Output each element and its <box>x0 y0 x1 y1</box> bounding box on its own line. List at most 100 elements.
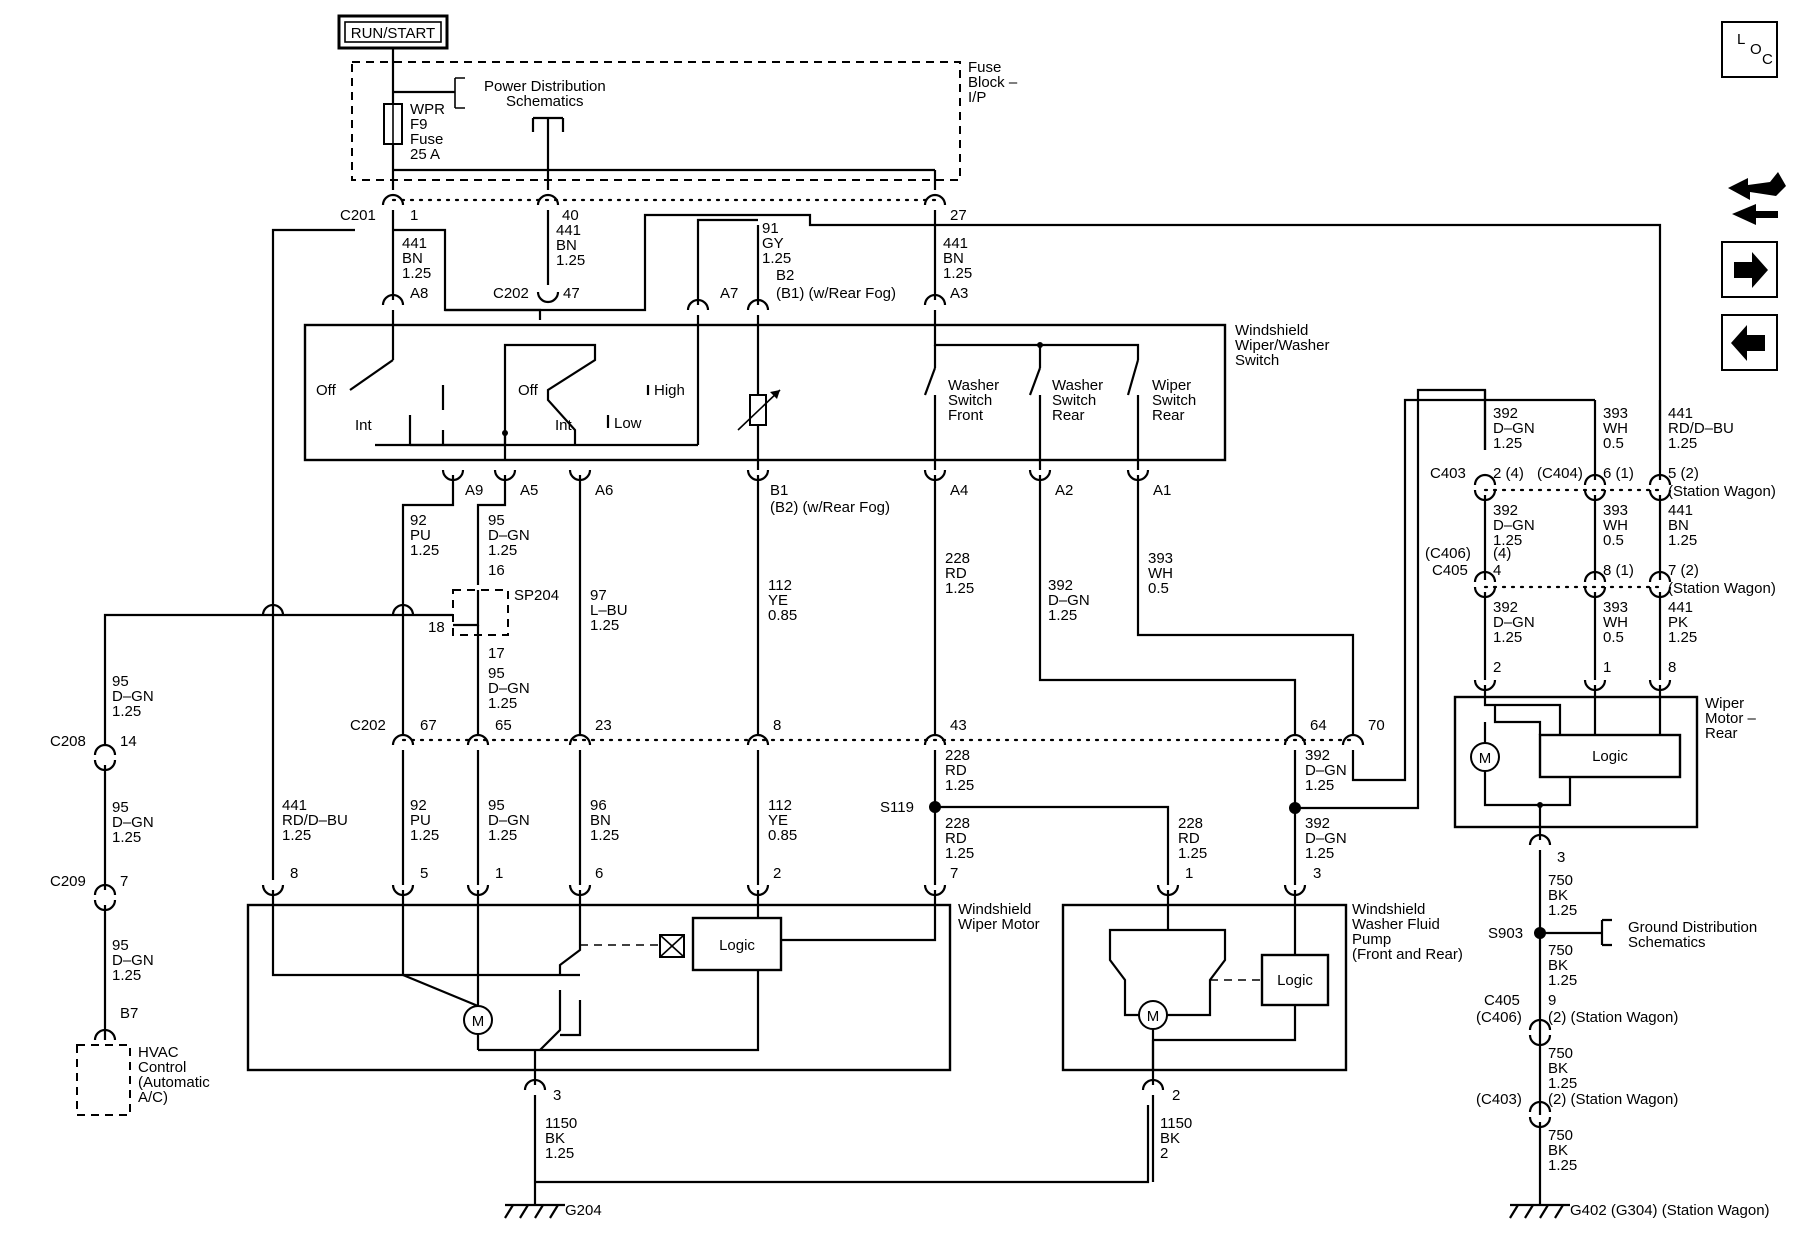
wire-112b-2: YE <box>768 812 788 829</box>
wire-95d-1: 95 <box>112 799 129 816</box>
wire-441rd-3: 1.25 <box>282 827 311 844</box>
pin-43: 43 <box>950 717 967 734</box>
rear-392c-2: D–GN <box>1493 614 1535 631</box>
rear-393a-2: WH <box>1603 420 1628 437</box>
wiper-rear-3: Rear <box>1152 407 1185 424</box>
ground-750a-3: 1.25 <box>1548 902 1577 919</box>
pin-17: 17 <box>488 645 505 662</box>
wire-441a-3: 1.25 <box>402 265 431 282</box>
pin-b7: B7 <box>120 1005 138 1022</box>
wire-1150b-1: 1150 <box>1160 1115 1192 1132</box>
wire-112a-1: 112 <box>768 577 792 594</box>
power-dist-label-2: Schematics <box>506 93 584 110</box>
wire-95b-2: D–GN <box>488 680 530 697</box>
wire-393a-1: 393 <box>1148 550 1173 567</box>
sp204-label: SP204 <box>514 587 559 604</box>
wire-441c-2: BN <box>943 250 964 267</box>
rear-pin-6-1: 6 (1) <box>1603 465 1634 482</box>
wire-228b-3: 1.25 <box>945 777 974 794</box>
loc-o: O <box>1750 41 1762 58</box>
wire-95d-2: D–GN <box>112 814 154 831</box>
rear-motor-name-2: Motor – <box>1705 710 1757 727</box>
switch-off-1: Off <box>316 382 337 399</box>
wire-228a-2: RD <box>945 565 967 582</box>
switch-off-2: Off <box>518 382 539 399</box>
station-wagon-2: (Station Wagon) <box>1668 580 1776 597</box>
c201-connector: C201 1 40 27 <box>340 193 967 224</box>
wire-92a-3: 1.25 <box>410 542 439 559</box>
wire-96-1: 96 <box>590 797 607 814</box>
wiper-motor-outline <box>246 903 952 1072</box>
washer-pump-outline <box>1061 903 1348 1072</box>
pin-1: 1 <box>410 207 418 224</box>
prev-box[interactable] <box>1721 314 1778 371</box>
c202-label: C202 <box>350 717 386 734</box>
wire-392a-2: D–GN <box>1048 592 1090 609</box>
wire-95b-3: 1.25 <box>488 695 517 712</box>
wire-441rd-1: 441 <box>282 797 307 814</box>
loc-c: C <box>1762 51 1773 68</box>
loc-icon[interactable] <box>1721 21 1778 78</box>
c405b-label: C405 <box>1484 992 1520 1009</box>
switch-int-2: Int <box>555 417 573 434</box>
wire-95d-3: 1.25 <box>112 829 141 846</box>
pin-a3: A3 <box>950 285 968 302</box>
wire-95c-1: 95 <box>112 673 129 690</box>
wire-228d-1: 228 <box>1178 815 1203 832</box>
swap-button[interactable] <box>1728 172 1786 225</box>
loc-button[interactable]: L O C <box>1721 21 1778 78</box>
switch-name-1: Windshield <box>1235 322 1308 339</box>
wiper-motor: 8 5 1 6 2 7 Windshield Wiper Motor M Log… <box>246 865 1040 1085</box>
prev-button[interactable] <box>1721 314 1778 371</box>
rear-441b-3: 1.25 <box>1668 532 1697 549</box>
wire-97-1: 97 <box>590 587 607 604</box>
wire-92b-3: 1.25 <box>410 827 439 844</box>
arrow-right-icon <box>1734 252 1768 288</box>
wire-95f-1: 95 <box>488 797 505 814</box>
rear-motor-name-3: Rear <box>1705 725 1738 742</box>
washer-pump: 1 3 Windshield Washer Fluid Pump (Front … <box>1061 865 1463 1182</box>
next-button[interactable] <box>1721 241 1778 298</box>
wire-392c-2: D–GN <box>1305 830 1347 847</box>
ground-750c-3: 1.25 <box>1548 1075 1577 1092</box>
ground-pin-3: 3 <box>553 1087 561 1104</box>
pump-pin-3: 3 <box>1313 865 1321 882</box>
rear-393c-1: 393 <box>1603 599 1628 616</box>
motor-pin-7: 7 <box>950 865 958 882</box>
pin-67: 67 <box>420 717 437 734</box>
ground-dist-1: Ground Distribution <box>1628 919 1757 936</box>
rear-392a-2: D–GN <box>1493 420 1535 437</box>
c201-label: C201 <box>340 207 376 224</box>
ground-g204-label: G204 <box>565 1202 602 1219</box>
washer-front-2: Switch <box>948 392 992 409</box>
wiper-rear-1: Wiper <box>1152 377 1191 394</box>
swap-arrows-icon[interactable] <box>1728 172 1786 200</box>
rear-392a-1: 392 <box>1493 405 1518 422</box>
rear-wiper-section: 392 D–GN 1.25 393 WH 0.5 441 RD/D–BU 1.2… <box>1425 390 1776 1219</box>
wire-95b-1: 95 <box>488 665 505 682</box>
wire-1150a-1: 1150 <box>545 1115 577 1132</box>
c403-label: C403 <box>1430 465 1466 482</box>
fuse-label-1: WPR <box>410 101 445 118</box>
fuse-label-3: Fuse <box>410 131 443 148</box>
pin-a4: A4 <box>950 482 968 499</box>
ground-750d-3: 1.25 <box>1548 1157 1577 1174</box>
wire-393a-3: 0.5 <box>1148 580 1169 597</box>
wire-441a-2: BN <box>402 250 423 267</box>
pump-ground-pin-2: 2 <box>1172 1087 1180 1104</box>
wire-97-3: 1.25 <box>590 617 619 634</box>
pin-64: 64 <box>1310 717 1327 734</box>
fuse-block-name-2: Block – <box>968 74 1018 91</box>
pin-b1: B1 <box>770 482 788 499</box>
motor-pin-6: 6 <box>595 865 603 882</box>
wire-1150b-2: BK <box>1160 1130 1180 1147</box>
ground-750a-1: 750 <box>1548 872 1573 889</box>
washer-pump-name-4: (Front and Rear) <box>1352 946 1463 963</box>
switch-low: Low <box>614 415 642 432</box>
hvac-branch: C208 14 95 D–GN 1.25 C209 7 95 D–GN 1.25… <box>50 733 210 1116</box>
c403b-station-wagon: (2) (Station Wagon) <box>1548 1091 1678 1108</box>
rear-393a-3: 0.5 <box>1603 435 1624 452</box>
pin-16: 16 <box>488 562 505 579</box>
pin-a1: A1 <box>1153 482 1171 499</box>
